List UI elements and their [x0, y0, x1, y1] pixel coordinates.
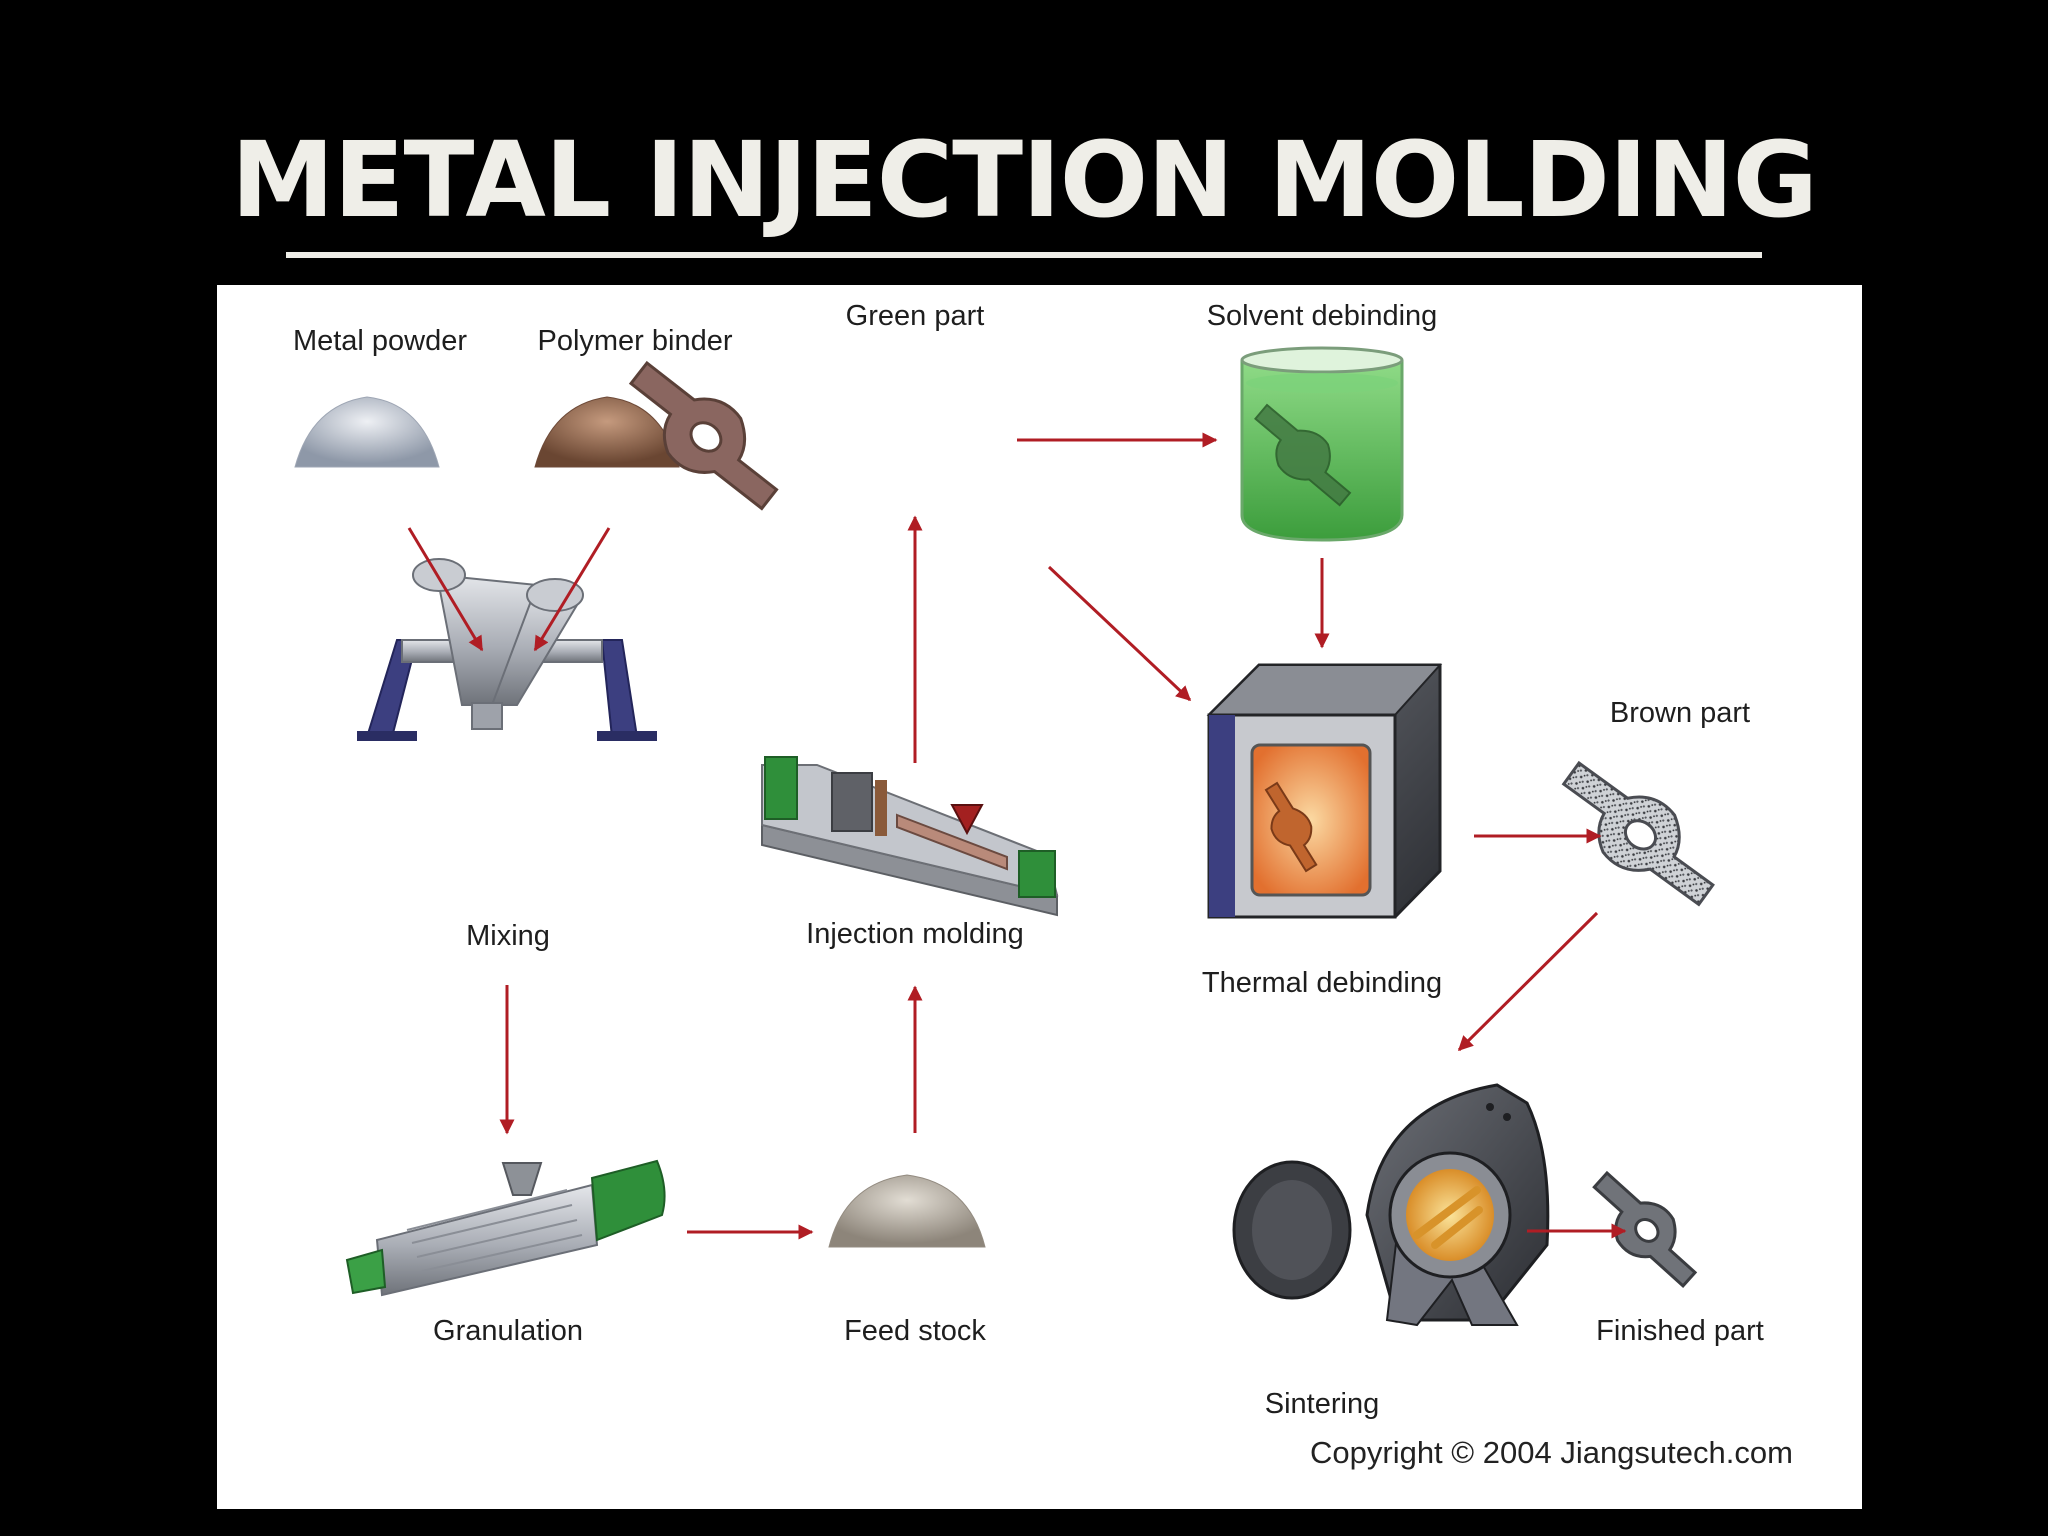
- green-part-icon: [628, 360, 779, 511]
- solvent-beaker-icon: [1240, 346, 1404, 542]
- polymer-binder-pile-icon: [534, 396, 680, 468]
- injection-machine-icon: [761, 756, 1059, 917]
- label-brown-part: Brown part: [1609, 697, 1751, 729]
- arrow-metal-to-mixing: [407, 527, 484, 652]
- label-metal-powder: Metal powder: [292, 325, 468, 357]
- metal-powder-pile-icon: [294, 396, 440, 468]
- label-finished-part: Finished part: [1596, 1315, 1764, 1347]
- sintering-furnace-icon: [1232, 1083, 1550, 1327]
- label-solvent-debinding: Solvent debinding: [1206, 300, 1438, 332]
- v-mixer-icon: [357, 558, 657, 741]
- label-green-part: Green part: [845, 300, 985, 332]
- title-underline: [286, 252, 1762, 258]
- label-feed-stock: Feed stock: [844, 1315, 986, 1347]
- label-injection-molding: Injection molding: [806, 918, 1024, 950]
- finished-part-icon: [1592, 1170, 1698, 1288]
- process-diagram-graphics: [294, 346, 1715, 1327]
- label-sintering: Sintering: [1264, 1388, 1380, 1420]
- granulator-icon: [345, 1159, 666, 1297]
- copyright-notice: Copyright © 2004 Jiangsutech.com: [1310, 1435, 1793, 1470]
- label-thermal-debinding: Thermal debinding: [1201, 967, 1443, 999]
- arrow-binder-to-mixing: [533, 527, 611, 652]
- brown-part-icon: [1561, 760, 1715, 907]
- feed-stock-pile-icon: [828, 1174, 986, 1248]
- process-diagram-panel: Metal powder Polymer binder Green part S…: [217, 285, 1862, 1509]
- label-polymer-binder: Polymer binder: [537, 325, 733, 357]
- slide-title: METAL INJECTION MOLDING: [230, 119, 1818, 241]
- flow-arrows: [407, 432, 1627, 1240]
- thermal-oven-icon: [1206, 663, 1443, 919]
- label-granulation: Granulation: [433, 1315, 583, 1347]
- arrow-brown-to-sintering: [1457, 911, 1599, 1052]
- arrow-greenpart-to-thermal: [1047, 565, 1192, 702]
- label-mixing: Mixing: [466, 920, 550, 952]
